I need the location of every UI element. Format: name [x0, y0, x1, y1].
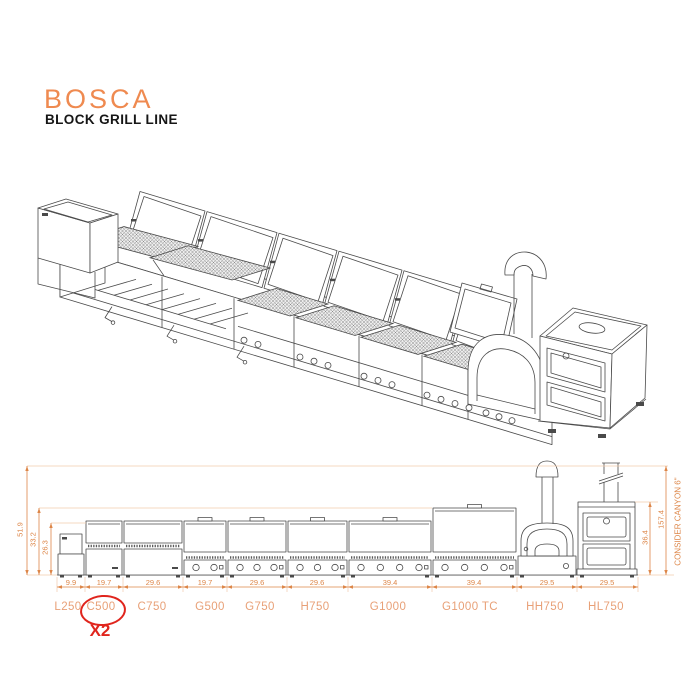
label-l250: L250 [54, 601, 82, 613]
product-line-title: BLOCK GRILL LINE [45, 112, 178, 127]
label-h750: H750 [300, 601, 330, 613]
label-g750: G750 [245, 601, 275, 613]
label-c500: C500 [86, 601, 116, 613]
dim-width-hl750: 29.5 [599, 578, 615, 587]
quantity-note: X2 [89, 621, 111, 640]
dim-width-h750: 29.6 [309, 578, 325, 587]
dim-width-g500: 19.7 [197, 578, 213, 587]
dim-left-tc-height: 33.2 [28, 532, 38, 547]
dim-right-oven-height: 36.4 [640, 530, 650, 545]
dim-width-c750: 29.6 [145, 578, 161, 587]
label-g500: G500 [195, 601, 225, 613]
dim-right-chimney-height: 157.4 [656, 510, 666, 529]
dim-left-hood-height: 26.3 [40, 540, 50, 555]
dimension-lines [25, 465, 674, 592]
dim-width-g1000tc: 39.4 [466, 578, 482, 587]
dim-width-c500: 19.7 [96, 578, 112, 587]
label-c750: C750 [137, 601, 167, 613]
isometric-line-art [37, 191, 648, 445]
dim-width-hh750: 29.5 [539, 578, 555, 587]
label-g1000: G1000 [369, 601, 407, 613]
brand-title: BOSCA [44, 84, 154, 114]
label-hl750: HL750 [588, 601, 624, 613]
canyon-note: CONSIDER CANYON 6'' [673, 477, 683, 566]
dim-left-total-height: 51.9 [15, 522, 25, 537]
label-hh750: HH750 [526, 601, 564, 613]
dim-width-g1000: 39.4 [382, 578, 398, 587]
label-g1000tc: G1000 TC [441, 601, 499, 613]
elevation-line-art [57, 460, 638, 578]
dim-width-g750: 29.6 [249, 578, 265, 587]
dim-width-l250: 9.9 [65, 578, 77, 587]
